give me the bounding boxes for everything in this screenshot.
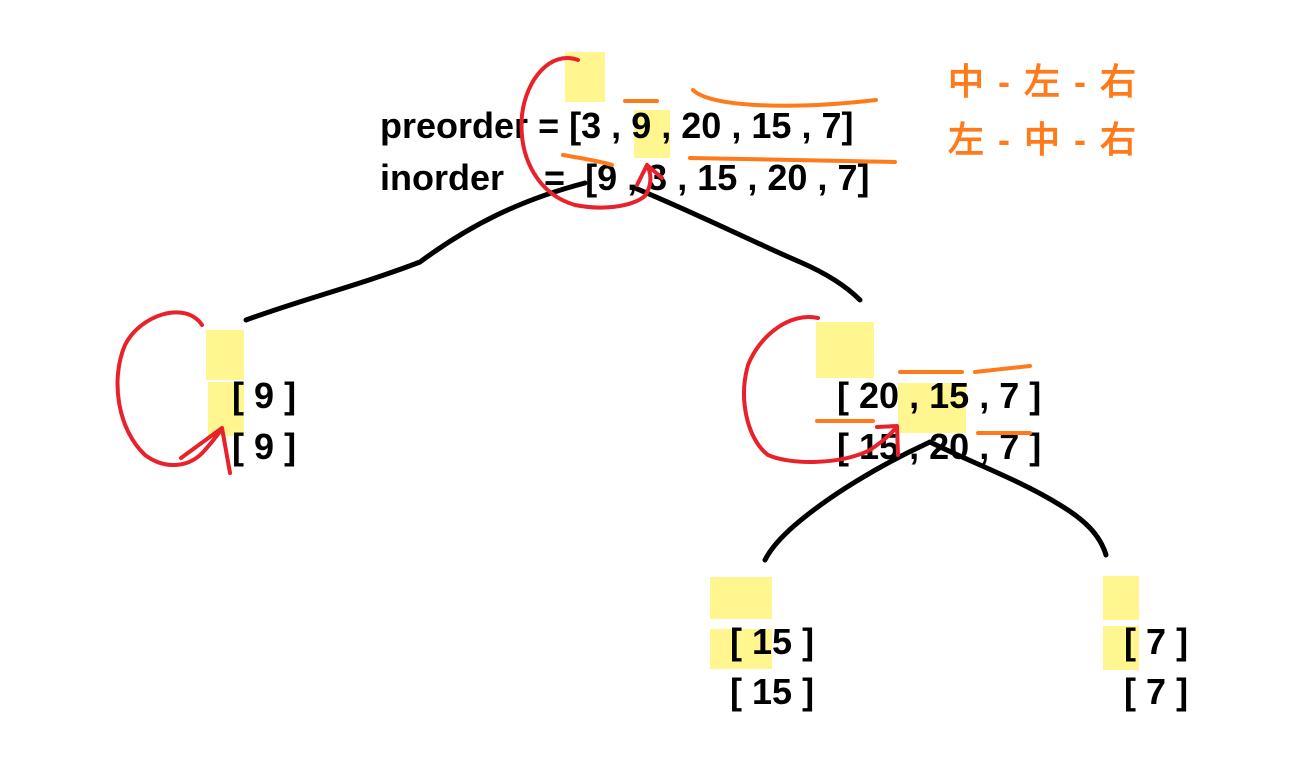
arrow-left xyxy=(115,310,232,475)
inorder-order-label: 左 - 中 - 右 xyxy=(948,119,1138,160)
leaf-left-in-value: 15 xyxy=(752,671,793,712)
leaf-right-in: [ 7 ] xyxy=(1124,671,1189,712)
arrow-right xyxy=(742,315,900,464)
in-value: 15 xyxy=(697,157,738,198)
leaf-left-pre: [ 15 ] xyxy=(730,621,815,662)
edge-20-left xyxy=(762,439,933,563)
edge-root-right xyxy=(632,185,863,303)
preorder-name: preorder xyxy=(380,105,529,146)
leaf-right-in-value: 7 xyxy=(1146,671,1167,712)
right-in-value: 7 xyxy=(999,426,1020,467)
in-value: 7 xyxy=(837,157,858,198)
underline-in-right xyxy=(688,156,897,164)
leaf-right-pre: [ 7 ] xyxy=(1124,621,1189,662)
pre-value: 7 xyxy=(821,105,842,146)
highlight-leafR-in xyxy=(1103,626,1139,670)
left-pre-value: 9 xyxy=(254,375,275,416)
inorder-name: inorder xyxy=(380,157,505,198)
in-value: 9 xyxy=(597,157,618,198)
highlight-root-in xyxy=(634,110,670,158)
inorder-row: inorder = [9 , 3 , 15 , 20 , 7] xyxy=(380,157,870,198)
leaf-left-pre-value: 15 xyxy=(752,621,793,662)
highlight-leafR-pre xyxy=(1103,576,1139,620)
underline-r-pre-7 xyxy=(973,364,1032,374)
edge-20-right xyxy=(927,439,1109,558)
left-node-pre: [ 9 ] xyxy=(232,375,297,416)
highlight-right-in xyxy=(898,383,966,433)
right-pre-value: 20 xyxy=(859,375,900,416)
right-pre-value: 15 xyxy=(929,375,970,416)
preorder-row: preorder = [3 , 9 , 20 , 15 , 7] xyxy=(380,105,854,146)
edge-root-left xyxy=(243,180,588,323)
left-node-in: [ 9 ] xyxy=(232,426,297,467)
in-value: 20 xyxy=(767,157,808,198)
preorder-order-label: 中 - 左 - 右 xyxy=(948,61,1138,102)
right-pre-value: 7 xyxy=(999,375,1020,416)
underline-in-9 xyxy=(561,153,614,167)
highlight-right-pre xyxy=(816,322,874,378)
left-in-value: 9 xyxy=(254,426,275,467)
pre-value: 9 xyxy=(631,105,652,146)
preorder-equals: = xyxy=(538,105,560,146)
highlight-leafL-pre xyxy=(710,577,772,619)
leaf-right-pre-value: 7 xyxy=(1146,621,1167,662)
binary-tree-construction-diagram: preorder = [3 , 9 , 20 , 15 , 7] inorder… xyxy=(115,52,1189,712)
pre-value: 3 xyxy=(581,105,602,146)
highlight-left-in xyxy=(208,382,244,436)
right-node-pre: [ 20 , 15 , 7 ] xyxy=(837,375,1042,416)
highlight-leafL-in xyxy=(710,629,772,669)
annotation-strokes xyxy=(115,56,1109,563)
arrow-root xyxy=(519,56,664,210)
pre-value: 20 xyxy=(681,105,722,146)
underline-pre-right xyxy=(691,88,878,108)
pre-value: 15 xyxy=(751,105,792,146)
leaf-left-in: [ 15 ] xyxy=(730,671,815,712)
highlight-left-pre xyxy=(206,330,244,380)
